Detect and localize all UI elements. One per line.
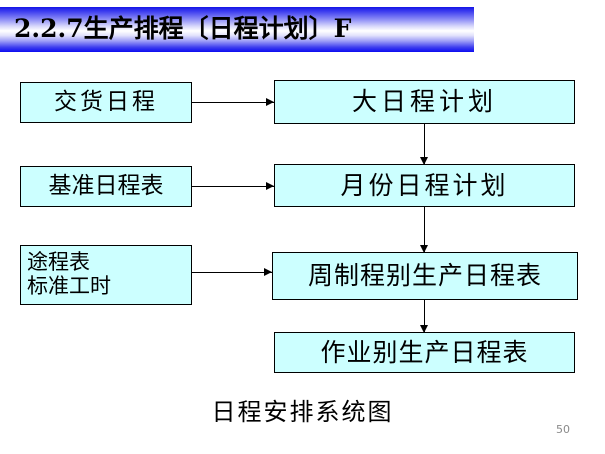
connector-route-to-weekly-line xyxy=(192,272,272,273)
flow-box-route-and-standard-hours: 途程表 标准工时 xyxy=(20,245,192,305)
connector-weekly-to-operation-line xyxy=(424,300,425,332)
flow-box-operation-schedule: 作业别生产日程表 xyxy=(274,332,575,373)
connector-standard-to-monthly-line xyxy=(192,186,274,187)
connector-delivery-to-master-arrowhead xyxy=(266,97,274,106)
flow-box-delivery-schedule: 交货日程 xyxy=(20,82,192,123)
page-number: 50 xyxy=(556,423,570,436)
diagram-caption: 日程安排系统图 xyxy=(211,398,394,426)
connector-master-to-monthly-line xyxy=(424,124,425,164)
connector-monthly-to-weekly-arrowhead xyxy=(419,245,428,253)
connector-monthly-to-weekly-line xyxy=(424,207,425,252)
flow-box-monthly-plan: 月份日程计划 xyxy=(274,164,575,207)
flow-box-standard-schedule-table: 基准日程表 xyxy=(20,166,192,207)
page-title: 2.2.7生产排程〔日程计划〕F xyxy=(14,14,352,43)
connector-standard-to-monthly-arrowhead xyxy=(266,181,274,190)
connector-weekly-to-operation-arrowhead xyxy=(419,325,428,333)
connector-delivery-to-master-line xyxy=(192,102,274,103)
flow-box-master-plan: 大日程计划 xyxy=(274,80,575,124)
flow-box-weekly-process-schedule: 周制程别生产日程表 xyxy=(272,252,578,300)
title-banner xyxy=(0,7,474,52)
connector-master-to-monthly-arrowhead xyxy=(419,157,428,165)
connector-route-to-weekly-arrowhead xyxy=(264,267,272,276)
